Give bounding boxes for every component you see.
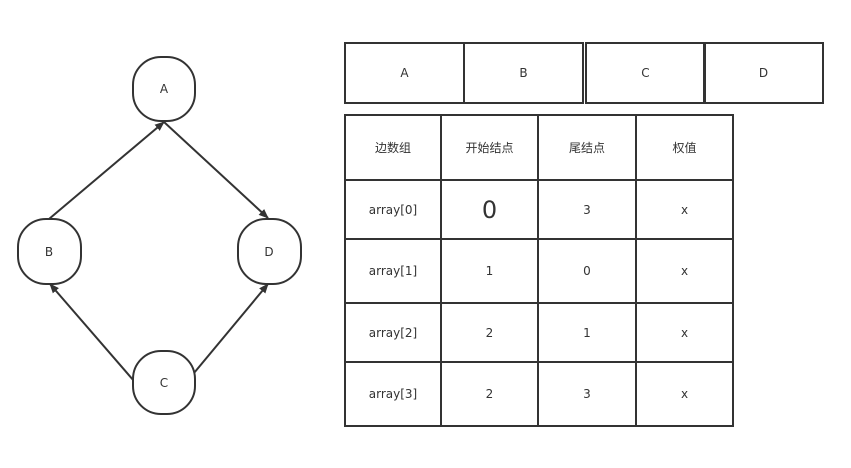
edge-c-to-d [193, 283, 269, 374]
grid-line [344, 425, 734, 427]
grid-line [344, 114, 734, 116]
cell-start-node: 2 [485, 325, 494, 340]
node-b: B [17, 218, 82, 285]
cell-array-name: array[2] [368, 325, 418, 340]
header-start-node: 开始结点 [465, 141, 514, 155]
edge-b-to-a [48, 121, 165, 220]
grid-line [635, 114, 637, 427]
node-c-label: C [160, 376, 168, 390]
vertex-cell-b: B [463, 42, 584, 104]
header-end-node: 尾结点 [568, 141, 605, 155]
header-edge-array: 边数组 [374, 141, 411, 155]
cell-weight: x [680, 202, 689, 217]
grid-line [440, 114, 442, 427]
cell-start-node: 2 [485, 387, 494, 401]
vertex-cell-a: A [344, 42, 465, 104]
grid-line [344, 179, 734, 181]
node-d-label: D [264, 245, 273, 259]
grid-line [344, 302, 734, 304]
node-b-label: B [45, 245, 53, 259]
cell-weight: x [680, 387, 689, 401]
graph-diagram: A B C D [17, 56, 302, 415]
node-d: D [237, 218, 302, 285]
edge-array-table: 边数组 开始结点 尾结点 权值 array[0] 0 3 x array[1] … [344, 114, 734, 427]
edge-a-to-d [163, 121, 269, 219]
cell-end-node: 3 [583, 202, 591, 217]
grid-line [732, 114, 734, 427]
node-a: A [132, 56, 196, 122]
vertex-cell-c: C [585, 42, 706, 104]
node-a-label: A [160, 82, 169, 96]
cell-end-node: 0 [583, 264, 591, 278]
vertex-cell-d: D [703, 42, 824, 104]
cell-array-name: array[1] [368, 264, 418, 278]
header-weight: 权值 [672, 141, 697, 155]
cell-start-node: 1 [485, 264, 494, 278]
cell-end-node: 3 [583, 387, 591, 401]
node-c: C [132, 350, 196, 415]
cell-end-node: 1 [583, 325, 591, 340]
grid-line [537, 114, 539, 427]
cell-start-node: 0 [481, 195, 498, 224]
cell-array-name: array[0] [368, 202, 418, 217]
cell-weight: x [680, 325, 689, 340]
cell-weight: x [680, 264, 689, 278]
grid-line [344, 361, 734, 363]
grid-line [344, 114, 346, 427]
edge-c-to-b [49, 283, 135, 382]
grid-line [344, 238, 734, 240]
cell-array-name: array[3] [368, 387, 418, 401]
